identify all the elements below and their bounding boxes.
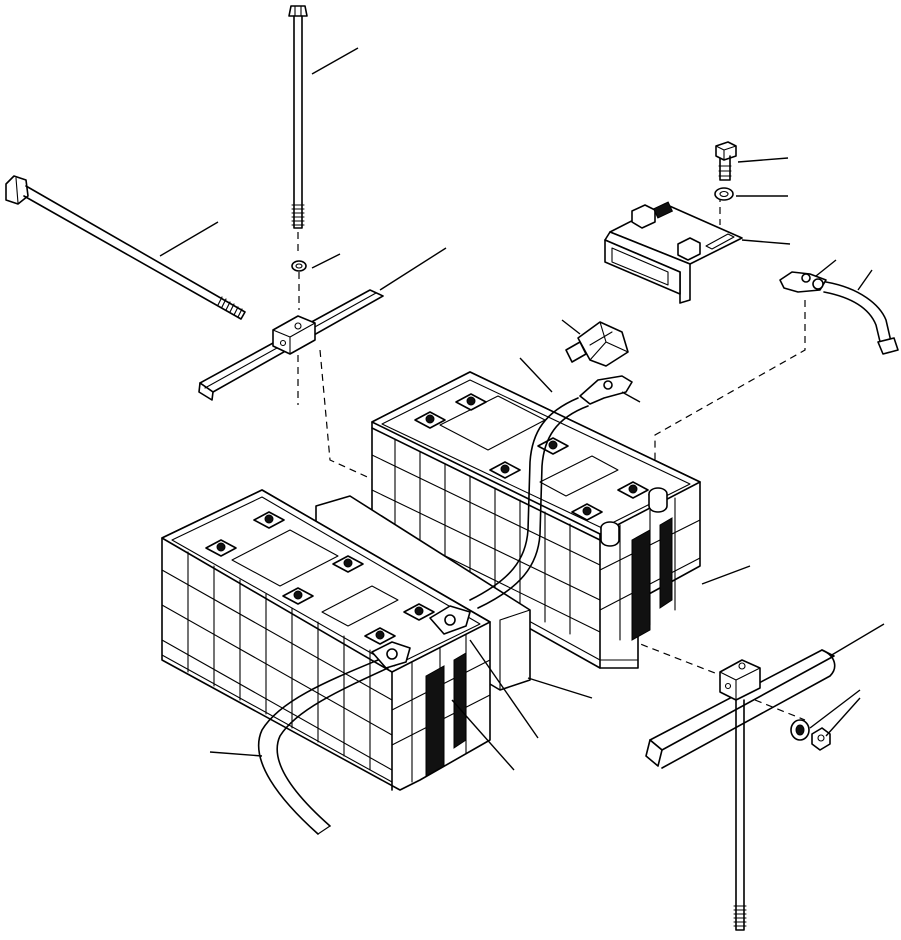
battery-front: [161, 489, 491, 791]
jumper-cable: [469, 375, 633, 609]
vertical-rod-lower: [733, 699, 747, 931]
nut: [790, 719, 831, 751]
leader-lines: [159, 47, 885, 771]
terminal-cover: [565, 321, 629, 367]
horizontal-rod: [5, 175, 246, 320]
alignment-lines: [297, 195, 806, 721]
lock-washer: [714, 187, 734, 201]
washer-upper: [291, 260, 307, 310]
terminal-clamp-right: [779, 271, 827, 293]
terminal-bracket: [604, 201, 743, 304]
hold-down-bar: [198, 289, 384, 401]
front-cable: [257, 659, 389, 835]
hold-down-bar-lower: [645, 649, 836, 769]
vertical-rod-upper: [288, 5, 308, 255]
bolt: [715, 141, 737, 181]
ground-cable: [823, 281, 899, 355]
